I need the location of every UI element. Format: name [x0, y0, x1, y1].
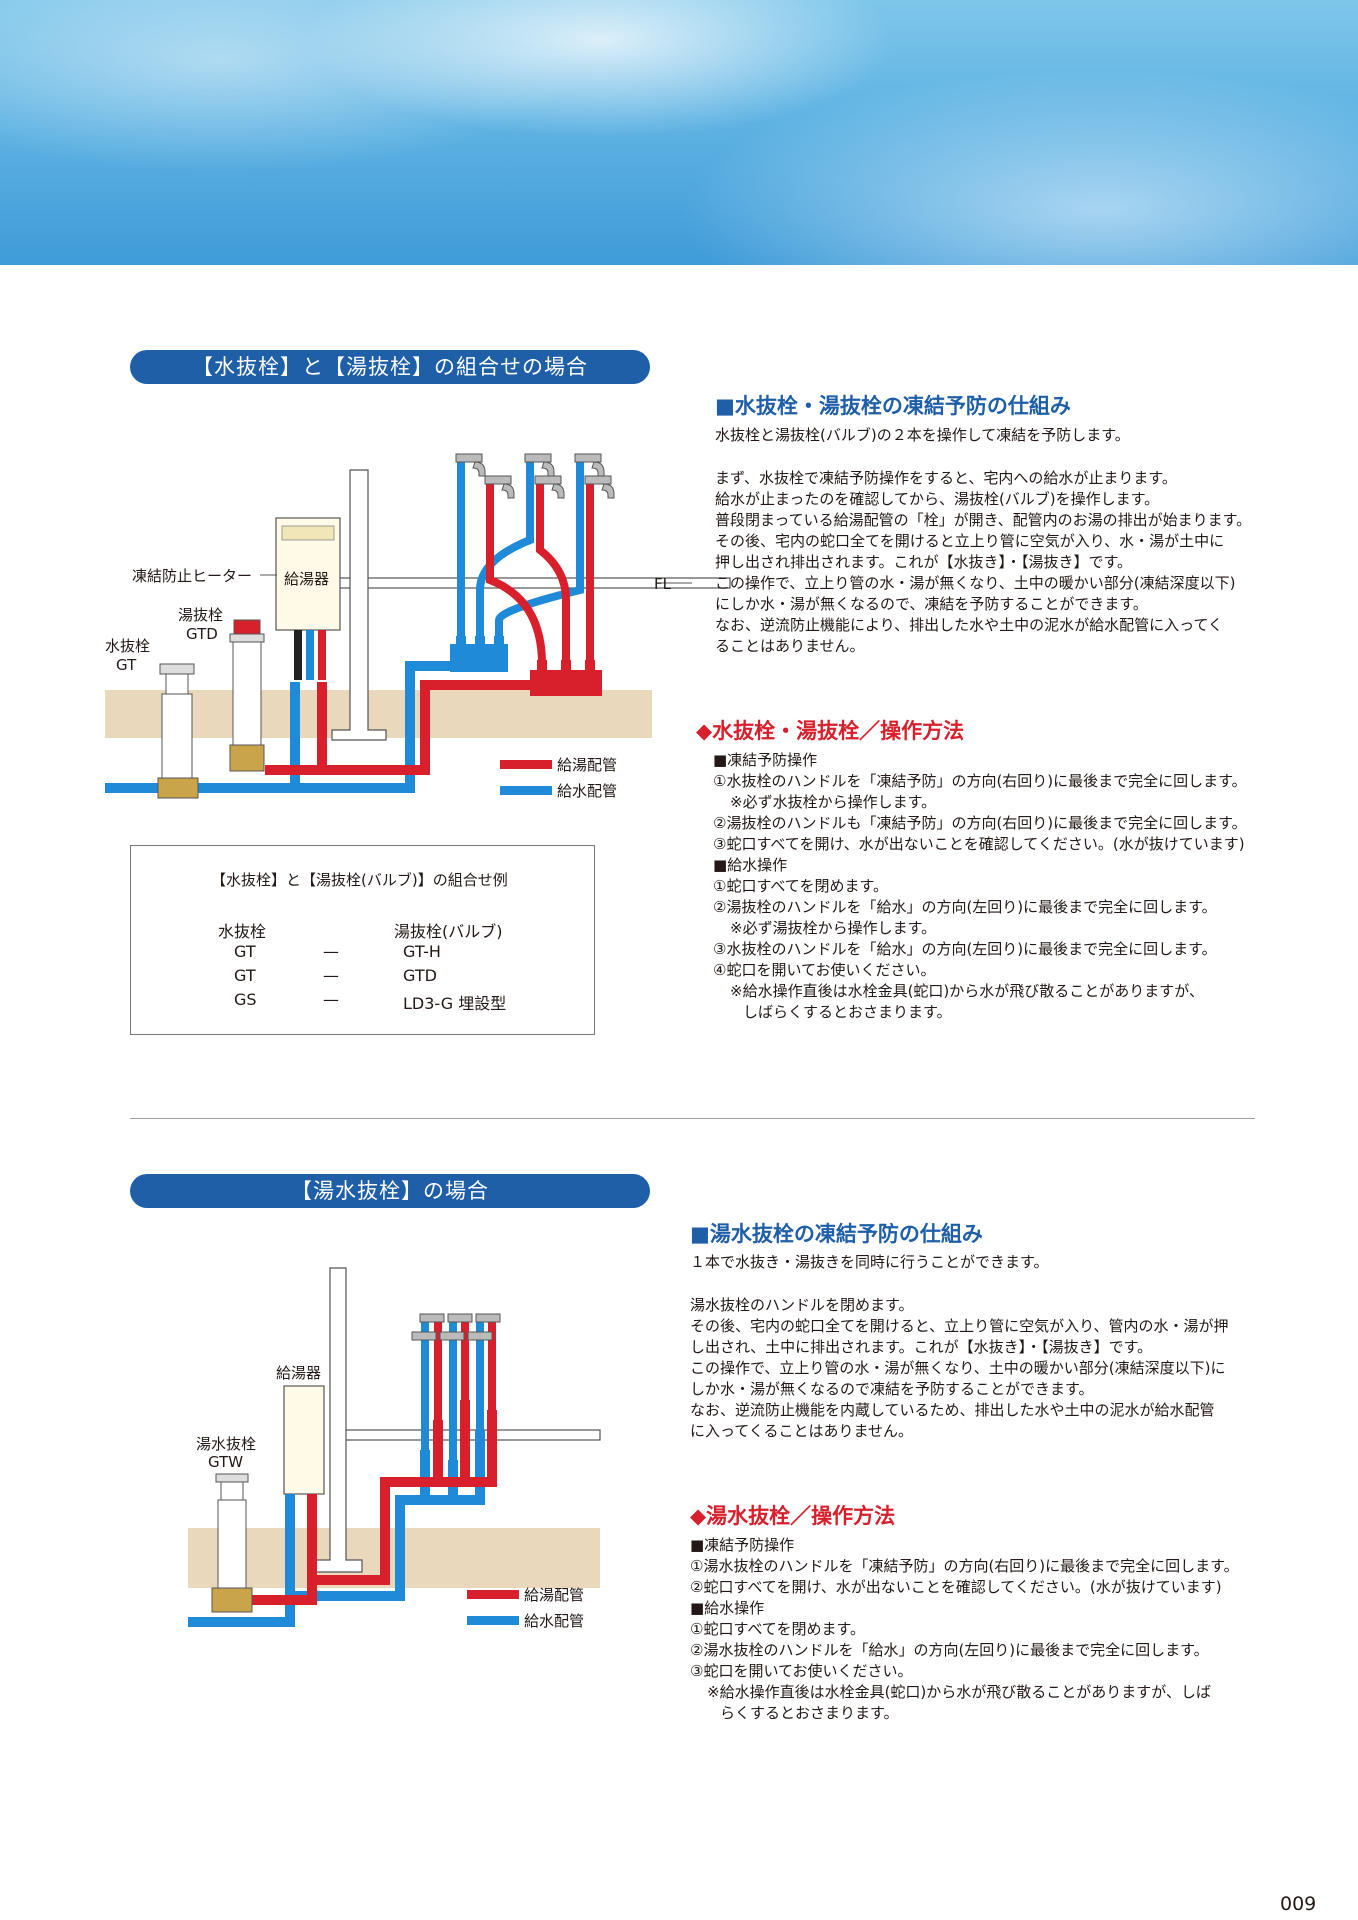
mizunuki-label: 水抜栓	[105, 637, 150, 655]
operation-steps-2: ■凍結予防操作 ①湯水抜栓のハンドルを「凍結予防」の方向(右回り)に最後まで完全…	[690, 1536, 1239, 1722]
water-heater-label: 給湯器	[276, 1364, 321, 1382]
water-heater-label: 給湯器	[284, 570, 329, 588]
mechanism-intro-1: 水抜栓と湯抜栓(バルブ)の２本を操作して凍結を予防します。	[715, 426, 1130, 444]
heater-label: 凍結防止ヒーター	[132, 567, 252, 585]
mizunuki-valve-gt	[157, 663, 199, 799]
combo-row: GT — GT-H	[234, 942, 441, 961]
combo-col-right: 湯抜栓(バルブ)	[394, 922, 503, 941]
section-divider	[130, 1118, 1255, 1119]
page-number: 009	[1280, 1893, 1317, 1915]
faucet-icons	[455, 453, 615, 499]
legend-hot-label: 給湯配管	[557, 756, 617, 774]
legend-cold-swatch	[467, 1616, 519, 1625]
combination-example-box: 【水抜栓】と【湯抜栓(バルブ)】の組合せ例 水抜栓 湯抜栓(バルブ) GT — …	[130, 845, 595, 1035]
legend-hot-swatch	[500, 760, 552, 769]
section1-piping-diagram: 凍結防止ヒーター 給湯器 湯抜栓 GTD 水抜栓 GT FL 給湯配管 給水配管	[105, 453, 731, 800]
mechanism-heading-1: ■水抜栓・湯抜栓の凍結予防の仕組み	[715, 394, 1071, 418]
hot-pipe	[250, 1400, 497, 1605]
operation-steps-1: ■凍結予防操作 ①水抜栓のハンドルを「凍結予防」の方向(右回り)に最後まで完全に…	[713, 751, 1247, 1021]
yusui-label: 湯水抜栓	[196, 1435, 256, 1453]
combo-col-left: 水抜栓	[218, 922, 267, 941]
legend-hot-label: 給湯配管	[524, 1586, 584, 1604]
legend-cold-label: 給水配管	[524, 1612, 584, 1630]
combo-row: GS — LD3-G 埋設型	[234, 990, 507, 1013]
cold-pipe	[188, 1430, 485, 1627]
yusui-code: GTW	[208, 1453, 243, 1471]
header-water-background	[0, 0, 1358, 265]
legend-cold-label: 給水配管	[557, 782, 617, 800]
operation-heading-2: ◆湯水抜栓／操作方法	[690, 1504, 896, 1528]
faucet-icons	[411, 1313, 501, 1341]
legend-hot-swatch	[467, 1590, 519, 1599]
mechanism-intro-2: １本で水抜き・湯抜きを同時に行うことができます。	[690, 1253, 1049, 1271]
hot-main-pipe	[265, 680, 530, 775]
fl-label: FL	[654, 575, 672, 593]
mizunuki-code: GT	[116, 656, 137, 674]
yusui-valve-gtw	[211, 1473, 253, 1613]
water-heater-unit	[283, 1385, 325, 1495]
combo-row: GT — GTD	[234, 966, 437, 985]
mechanism-heading-2: ■湯水抜栓の凍結予防の仕組み	[690, 1222, 983, 1246]
legend-cold-swatch	[500, 786, 552, 795]
hot-header	[530, 670, 602, 696]
riser-pillar	[331, 469, 387, 741]
yunuki-code: GTD	[186, 625, 218, 643]
ground-band	[188, 1528, 600, 1588]
combo-title: 【水抜栓】と【湯抜栓(バルブ)】の組合せ例	[211, 871, 508, 889]
section2-title-pill: 【湯水抜栓】の場合	[130, 1174, 650, 1208]
operation-heading-1: ◆水抜栓・湯抜栓／操作方法	[696, 719, 965, 743]
section1-title-pill: 【水抜栓】と【湯抜栓】の組合せの場合	[130, 350, 650, 384]
riser-pillar	[313, 1267, 363, 1573]
yunuki-valve-gtd	[229, 619, 265, 772]
hot-riser-pipes	[486, 480, 594, 665]
combo-header-row: 水抜栓 湯抜栓(バルブ)	[131, 918, 596, 942]
mechanism-body-1: まず、水抜栓で凍結予防操作をすると、宅内への給水が止まります。 給水が止まったの…	[715, 469, 1252, 655]
section2-piping-diagram: 給湯器 湯水抜栓 GTW 給湯配管 給水配管	[188, 1267, 601, 1630]
cold-header	[450, 644, 508, 672]
yunuki-label: 湯抜栓	[178, 606, 223, 624]
mechanism-body-2: 湯水抜栓のハンドルを閉めます。 その後、宅内の蛇口全てを開けると、立上り管に空気…	[690, 1296, 1229, 1440]
